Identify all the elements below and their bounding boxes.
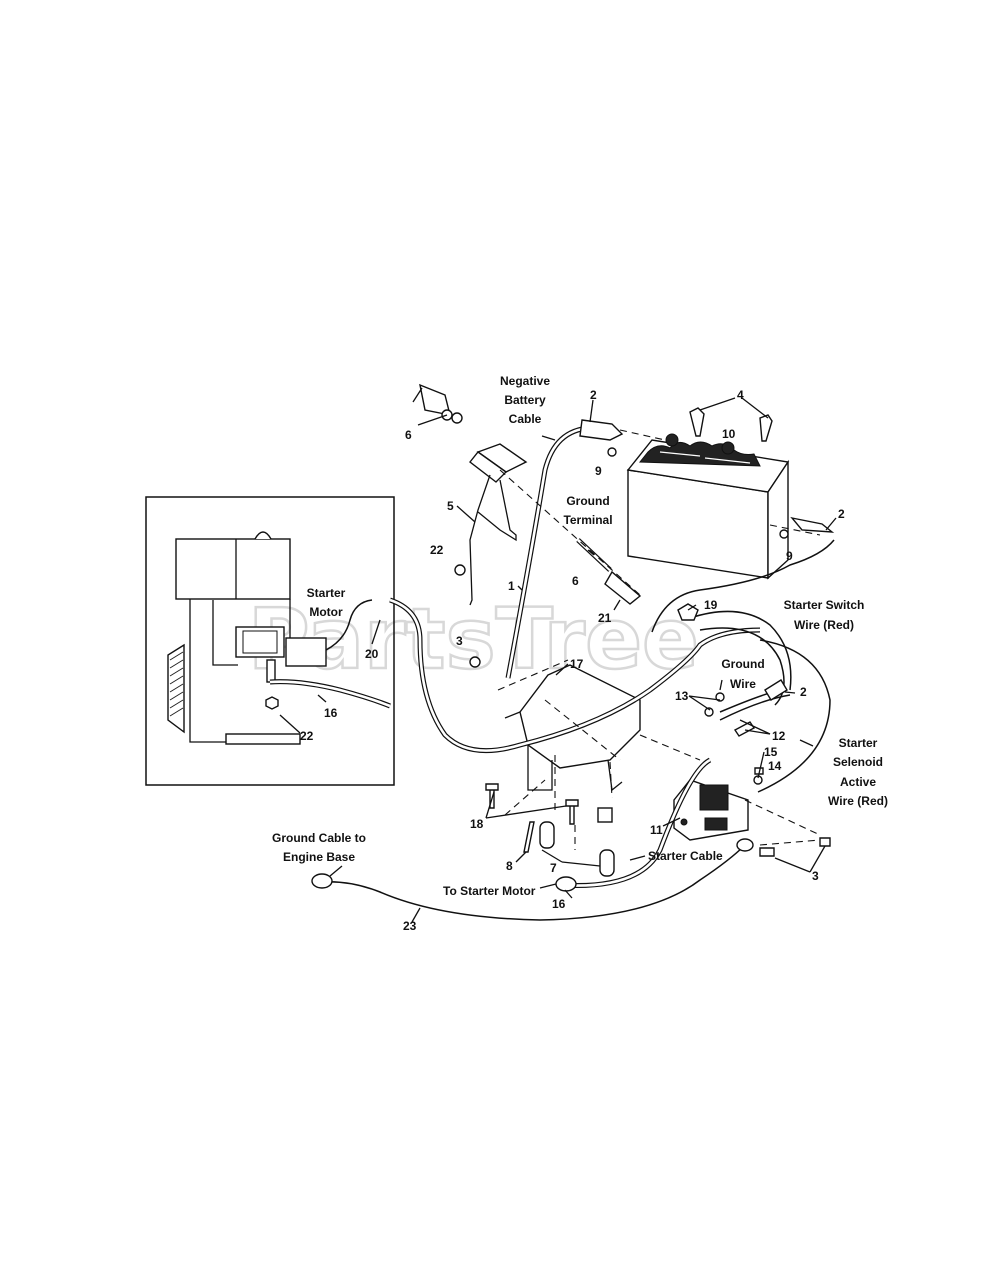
alignment-lines xyxy=(497,429,821,850)
callout-3: 3 xyxy=(812,869,819,883)
callout-2: 2 xyxy=(838,507,845,521)
ground-cable xyxy=(319,844,746,921)
label-ground-wire-1: Ground xyxy=(721,657,764,671)
label-ground-terminal-2: Terminal xyxy=(563,513,612,527)
battery xyxy=(626,433,790,580)
bolts xyxy=(485,783,579,853)
callout-numbers: 6 2 4 10 9 5 2 9 22 6 1 21 19 20 3 17 16… xyxy=(300,388,845,933)
label-starter-selenoid-4: Wire (Red) xyxy=(828,794,888,808)
spacers xyxy=(539,807,615,877)
callout-23: 23 xyxy=(403,919,417,933)
callout-22: 22 xyxy=(430,543,444,557)
label-ground-cable-engine-1: Ground Cable to xyxy=(272,831,366,845)
labels: Negative Battery Cable Ground Terminal S… xyxy=(272,374,888,898)
callout-3: 3 xyxy=(456,634,463,648)
label-negative-battery-cable-2: Battery xyxy=(504,393,546,407)
callout-9: 9 xyxy=(786,549,793,563)
label-ground-terminal-1: Ground xyxy=(566,494,609,508)
callout-12: 12 xyxy=(772,729,786,743)
callout-17: 17 xyxy=(570,657,584,671)
callout-6: 6 xyxy=(405,428,412,442)
leader-lines xyxy=(279,387,837,923)
callout-22: 22 xyxy=(300,729,314,743)
callout-2: 2 xyxy=(800,685,807,699)
callout-9: 9 xyxy=(595,464,602,478)
label-starter-selenoid-2: Selenoid xyxy=(833,755,883,769)
label-ground-wire-2: Wire xyxy=(730,677,756,691)
callout-11: 11 xyxy=(650,823,663,837)
callout-6: 6 xyxy=(572,574,579,588)
callout-13: 13 xyxy=(675,689,689,703)
callout-1: 1 xyxy=(508,579,515,593)
label-to-starter-motor: To Starter Motor xyxy=(443,884,536,898)
label-starter-switch-wire-1: Starter Switch xyxy=(784,598,865,612)
callout-7: 7 xyxy=(550,861,557,875)
callout-15: 15 xyxy=(764,745,778,759)
label-negative-battery-cable-1: Negative xyxy=(500,374,550,388)
label-negative-battery-cable-3: Cable xyxy=(509,412,542,426)
battery-bracket xyxy=(469,443,528,606)
label-starter-selenoid-1: Starter xyxy=(839,736,878,750)
hardware xyxy=(419,383,835,857)
callout-18: 18 xyxy=(470,817,484,831)
callout-4: 4 xyxy=(737,388,744,402)
label-starter-motor-2: Motor xyxy=(309,605,343,619)
callout-8: 8 xyxy=(506,859,513,873)
label-starter-cable: Starter Cable xyxy=(648,849,723,863)
callout-10: 10 xyxy=(722,427,736,441)
callout-5: 5 xyxy=(447,499,454,513)
callout-2: 2 xyxy=(590,388,597,402)
callout-16: 16 xyxy=(552,897,566,911)
callout-21: 21 xyxy=(598,611,612,625)
callout-16: 16 xyxy=(324,706,338,720)
label-starter-switch-wire-2: Wire (Red) xyxy=(794,618,854,632)
label-starter-motor-1: Starter xyxy=(307,586,346,600)
label-ground-cable-engine-2: Engine Base xyxy=(283,850,355,864)
starter-motor-inset xyxy=(145,496,395,786)
callout-14: 14 xyxy=(768,759,782,773)
callout-19: 19 xyxy=(704,598,718,612)
mounting-plate xyxy=(504,664,641,792)
solenoid xyxy=(673,779,749,841)
callout-20: 20 xyxy=(365,647,379,661)
label-starter-selenoid-3: Active xyxy=(840,775,876,789)
